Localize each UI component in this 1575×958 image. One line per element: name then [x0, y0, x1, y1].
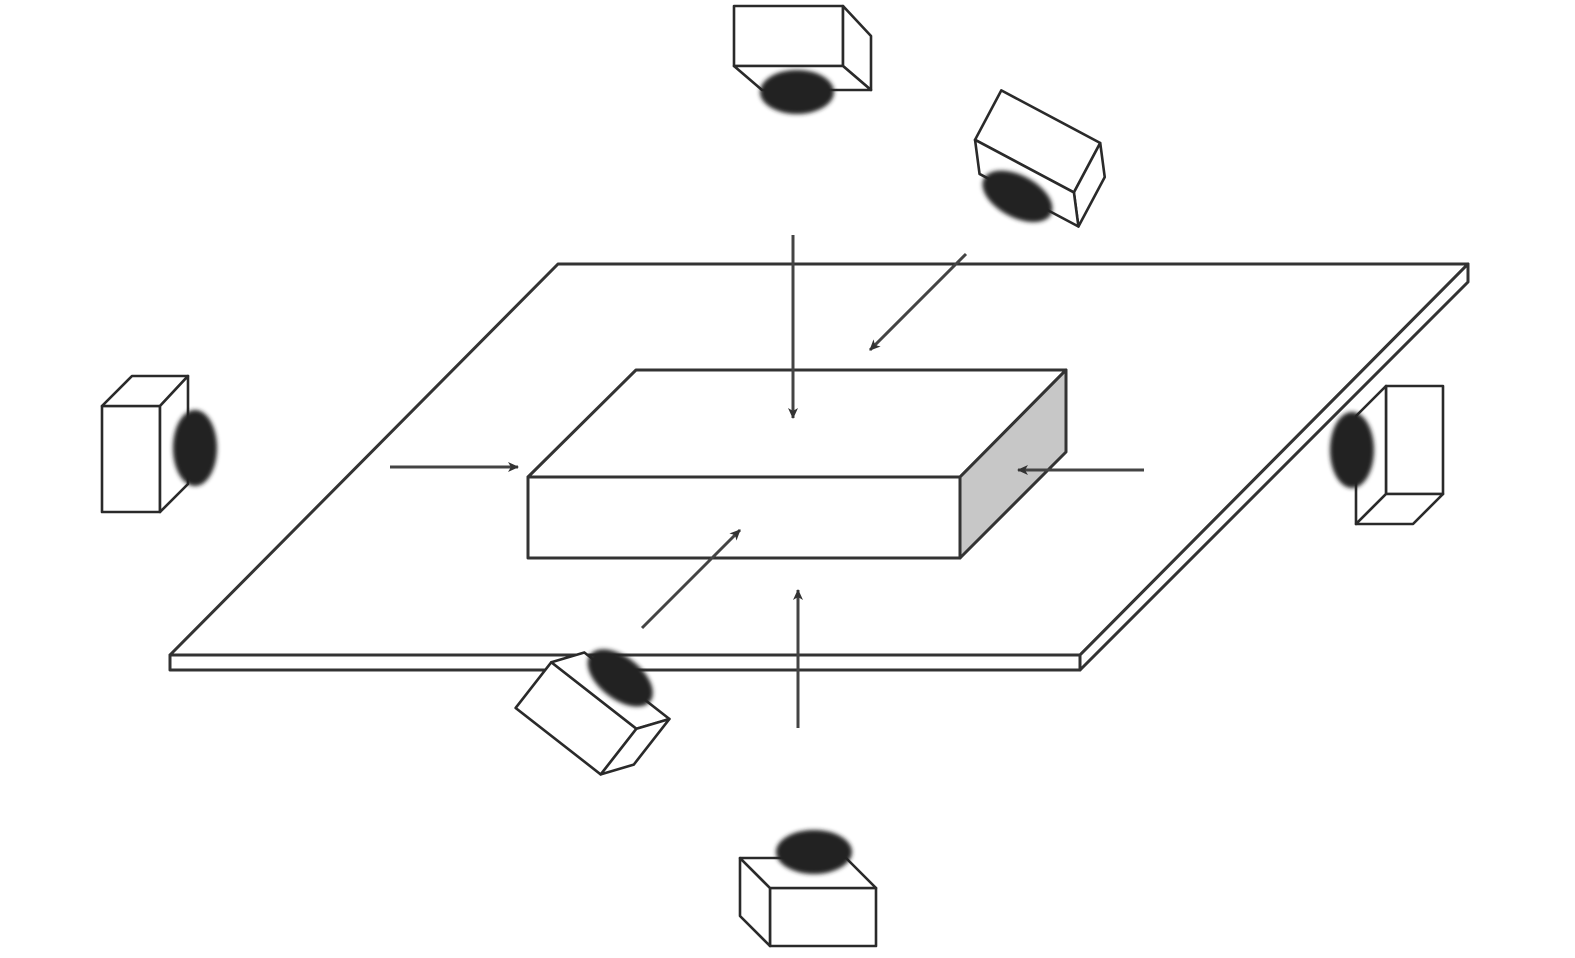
arrow-from-top-right-camera	[868, 252, 968, 352]
camera-top-lens	[760, 70, 834, 114]
camera-left-lens	[173, 410, 217, 486]
camera-right	[1330, 384, 1445, 526]
camera-bottom-left-side	[599, 717, 671, 776]
camera-bottom-left	[514, 649, 671, 776]
measured-object	[526, 368, 1068, 560]
camera-left	[100, 374, 217, 514]
arrow-from-bottom-left-camera	[640, 528, 742, 630]
camera-bottom-lens	[776, 830, 852, 874]
camera-bottom-front	[768, 886, 878, 948]
camera-top	[732, 4, 873, 114]
camera-bottom-left-lens	[587, 649, 653, 707]
camera-right-lens	[1330, 412, 1374, 488]
camera-top-right	[973, 89, 1107, 228]
camera-top-front	[732, 4, 845, 68]
view-arrows	[390, 235, 1144, 728]
object-side-face	[958, 368, 1068, 560]
camera-left-front	[100, 404, 162, 514]
camera-right-front	[1384, 384, 1445, 496]
object-front-face	[526, 475, 962, 560]
camera-right-bottom	[1354, 492, 1445, 526]
camera-top-right-lens	[982, 170, 1053, 223]
camera-bottom	[738, 830, 878, 948]
